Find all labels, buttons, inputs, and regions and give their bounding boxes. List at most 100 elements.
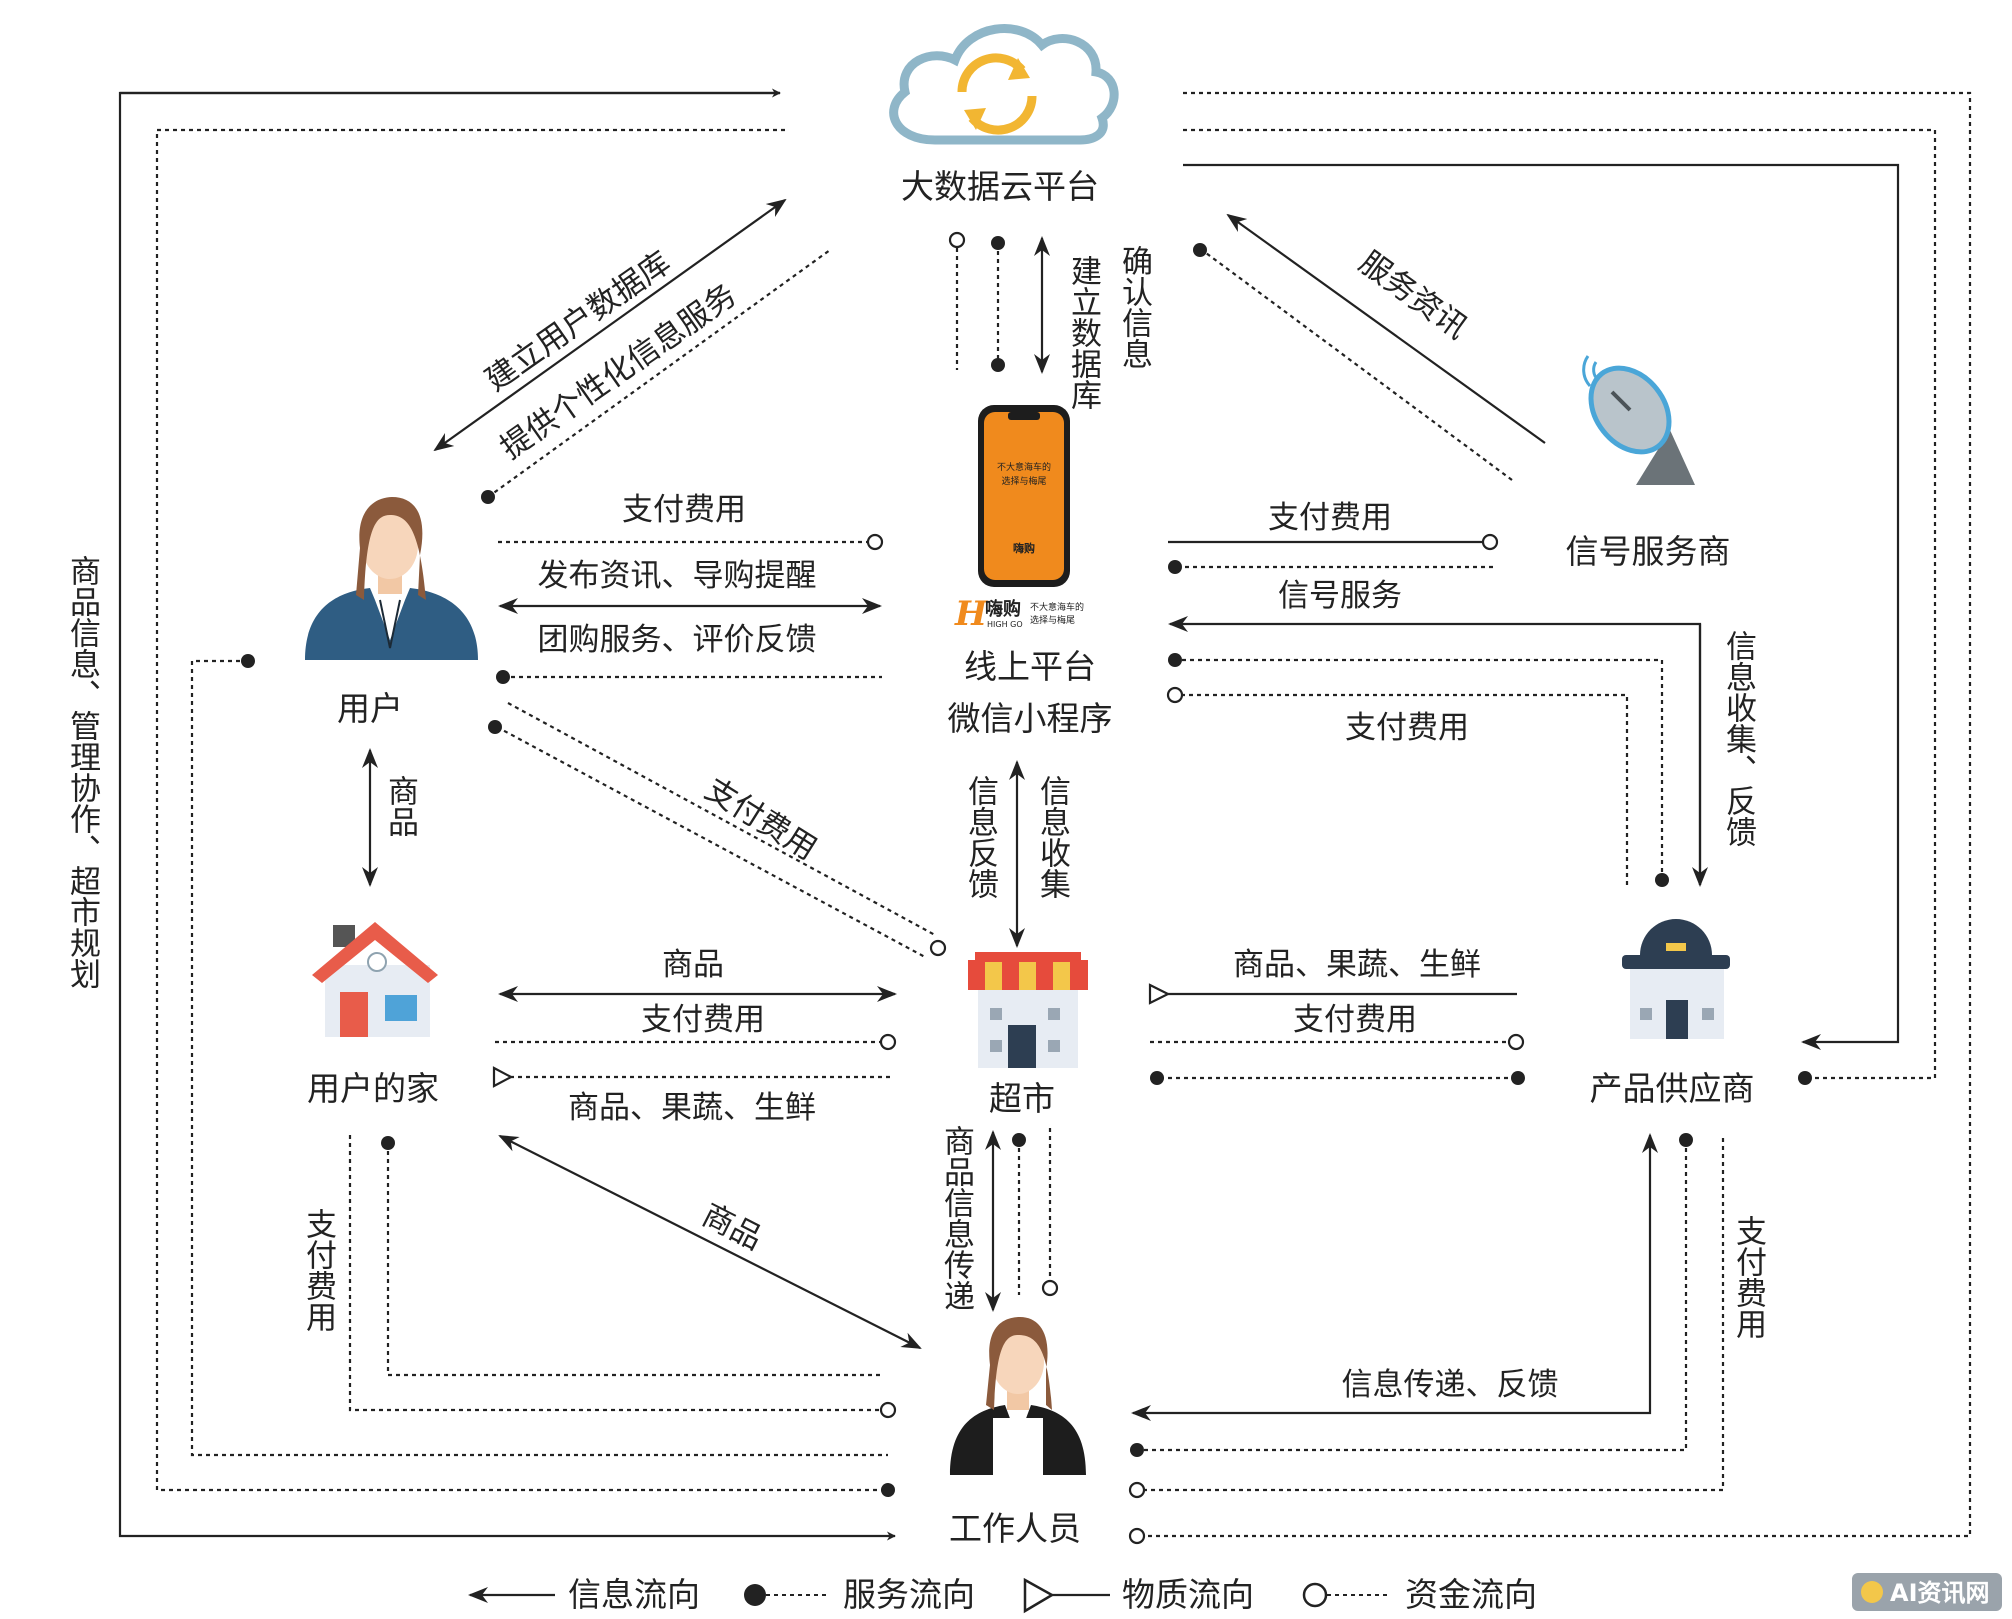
cloud-supplier-dotted-outer [1143,91,1972,1538]
watermark-text: AI资讯网 [1890,1579,1990,1607]
satellite-dish-icon [1582,355,1695,485]
home-market-money-circle [879,1033,897,1051]
supplier-platform-service-dot-start [1655,873,1669,887]
label-pay-home-market: 支付费用 [641,1002,765,1038]
cloud-platform-label: 大数据云平台 [901,167,1099,206]
user-market-service-dot [488,720,502,734]
watermark: AI资讯网 [1852,1573,2002,1611]
supplier-platform-service-dot-end [1168,653,1182,667]
home-worker-service-dot [381,1136,395,1150]
user-cloud-service [487,249,831,498]
supplier-worker-service-dot-end [1130,1443,1144,1457]
home-market-material-triangle [492,1066,514,1088]
logo-tagline-1: 不大意海车的 [1030,601,1084,613]
label-goods-home-worker: 商品 [696,1197,768,1257]
legend-item-money: 资金流向 [1302,1575,1537,1614]
supermarket-label: 超市 [989,1079,1055,1118]
label-pay-supplier-worker: 支付费用 [1730,1215,1767,1339]
label-pay-supplier-platform: 支付费用 [1345,710,1469,746]
user-platform-service-dot [496,670,510,684]
label-goods-veg-fresh-supplier: 商品、果蔬、生鲜 [1233,947,1481,983]
filled-dot-icon [744,1584,766,1606]
supplier-label: 产品供应商 [1590,1069,1755,1108]
worker-label: 工作人员 [949,1509,1081,1548]
signal-cloud-service [1201,249,1513,481]
home-worker-service [386,1143,880,1377]
supplier-worker-service-dot-top [1679,1133,1693,1147]
home-worker-goods [498,1135,922,1349]
user-avatar-icon [305,497,478,660]
label-info-feedback: 信息反馈 [962,775,999,899]
cloud-supplier-dotted-inner [1183,128,1937,1080]
label-pay-user-platform: 支付费用 [622,492,746,528]
logo-app-name: 嗨购 [985,598,1021,620]
phone-tagline-2: 选择与梅尾 [1001,475,1046,487]
supplier-platform-service [1177,658,1664,880]
cloud-worker-dot [881,1483,895,1497]
user-market-money-circle [929,939,947,957]
supplier-platform-money [1177,693,1629,885]
market-worker-money-circle [1041,1279,1059,1297]
label-build-user-db: 建立用户数据库 [479,245,677,399]
user-market-money-b [496,726,926,958]
cloud-icon [889,24,1119,145]
user-worker-dotted [190,659,888,1457]
label-info-collect-feedback: 信息收集、反馈 [1720,630,1757,847]
cloud-supplier-info [1183,163,1900,1050]
signal-provider-label: 信号服务商 [1566,532,1731,571]
phone-icon: 不大意海车的 选择与梅尾 嗨购 [978,405,1070,587]
platform-signal-money-circle [1481,533,1499,551]
supplier-worker-service [1142,1140,1688,1452]
market-supplier-service-dot-l [1150,1071,1164,1085]
cloud-supplier-inner-dot [1798,1071,1812,1085]
label-goods-user-home: 商品 [382,775,418,837]
label-publish-news: 发布资讯、导购提醒 [538,558,817,594]
user-market-money-a [507,702,936,936]
legend-label-info: 信息流向 [568,1575,700,1614]
label-info-collect: 信息收集 [1034,775,1071,899]
home-worker-money [348,1135,880,1412]
user-home-label: 用户的家 [307,1069,439,1108]
legend-label-material: 物质流向 [1122,1575,1254,1614]
label-pay-platform-signal: 支付费用 [1268,500,1392,536]
label-left-outer: 商品信息、管理协作、超市规划 [64,555,101,989]
market-supplier-service-dot-r [1511,1071,1525,1085]
label-info-transfer-feedback: 信息传递、反馈 [1342,1367,1559,1403]
platform-signal-service-dot [1168,560,1182,574]
user-platform-money-circle [866,533,884,551]
label-group-service: 团购服务、评价反馈 [538,622,817,658]
cloud-supplier-outer-circle [1128,1527,1146,1545]
label-service-news: 服务资讯 [1352,244,1473,346]
home-worker-money-circle [879,1401,897,1419]
legend-label-money: 资金流向 [1405,1575,1537,1614]
legend-item-service: 服务流向 [744,1575,975,1614]
cloud-platform-mid-dot-bottom [991,358,1005,372]
market-supplier-money-circle [1507,1033,1525,1051]
legend-item-material: 物质流向 [1023,1575,1254,1614]
hollow-triangle-icon [1023,1577,1055,1614]
supplier-building-icon [1622,919,1730,1039]
supplier-platform-info [1168,616,1702,885]
phone-app-logo: 嗨购 [1013,541,1035,555]
legend-item-info: 信息流向 [468,1575,700,1614]
supplier-worker-money [1143,1138,1725,1492]
market-supplier-material-triangle [1148,983,1171,1005]
cloud-platform-mid-dot-top [991,236,1005,250]
highgo-logo: H 嗨购 HIGH GO 不大意海车的 选择与梅尾 [954,594,1084,634]
label-pay-market-supplier: 支付费用 [1293,1002,1417,1038]
user-label: 用户 [337,689,403,728]
phone-tagline-1: 不大意海车的 [997,461,1051,473]
label-goods-veg-fresh-home: 商品、果蔬、生鲜 [568,1090,816,1126]
label-signal-service: 信号服务 [1278,578,1402,614]
legend-label-service: 服务流向 [843,1575,975,1614]
supplier-platform-money-circle [1166,686,1184,704]
supplier-worker-money-circle [1128,1481,1146,1499]
cloud-platform-left-circle [948,231,966,249]
logo-h-icon: H [954,594,989,634]
legend: 信息流向 服务流向 物质流向 资金流向 [468,1575,1537,1614]
label-confirm-info: 确认信息 [1116,245,1153,369]
worker-avatar-icon [950,1317,1086,1475]
logo-app-sub: HIGH GO [987,620,1023,629]
supermarket-icon [968,952,1088,1068]
